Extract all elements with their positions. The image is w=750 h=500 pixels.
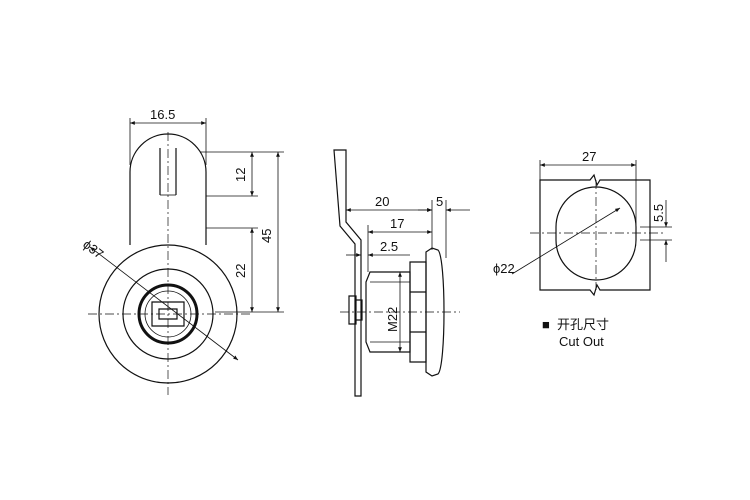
cut-out-diameter-leader xyxy=(511,207,621,275)
diameter-leader-line xyxy=(89,246,239,361)
cut-out-width-dimension-label: 27 xyxy=(582,149,596,164)
cut-out-legend-english: Cut Out xyxy=(559,334,604,349)
cam-plate xyxy=(333,149,362,397)
panel-outline xyxy=(539,173,651,297)
cut-out-hole xyxy=(555,186,637,281)
lock-flange xyxy=(425,247,445,377)
body-dimension-label: 22 xyxy=(233,264,248,278)
plate-dimension-label: 5 xyxy=(436,194,443,209)
flat-dimension-label: 5.5 xyxy=(651,204,666,222)
screw-nut xyxy=(348,295,363,325)
legend-marker: ■ xyxy=(542,317,550,332)
offset-dimension-label: 20 xyxy=(375,194,389,209)
side-view: 20 5 17 2.5 M22 xyxy=(333,149,470,397)
thread-dimension-label: M22 xyxy=(385,307,400,332)
width-dimension-label: 16.5 xyxy=(150,107,175,122)
cut-out-legend-chinese: 开孔尺寸 xyxy=(557,317,609,332)
spacer-dimension-label: 2.5 xyxy=(380,239,398,254)
cam-dimension-label: 12 xyxy=(233,168,248,182)
total-dimension-label: 45 xyxy=(259,229,274,243)
diameter-dimension-label: ϕ37 xyxy=(80,237,106,262)
front-view: 16.5 12 22 45 ϕ37 xyxy=(80,107,284,395)
cut-out-view: 27 5.5 ϕ22 ■ 开孔尺寸 Cut Out xyxy=(493,149,672,349)
cut-out-diameter-label: ϕ22 xyxy=(493,261,515,276)
thread-length-dimension-label: 17 xyxy=(390,216,404,231)
